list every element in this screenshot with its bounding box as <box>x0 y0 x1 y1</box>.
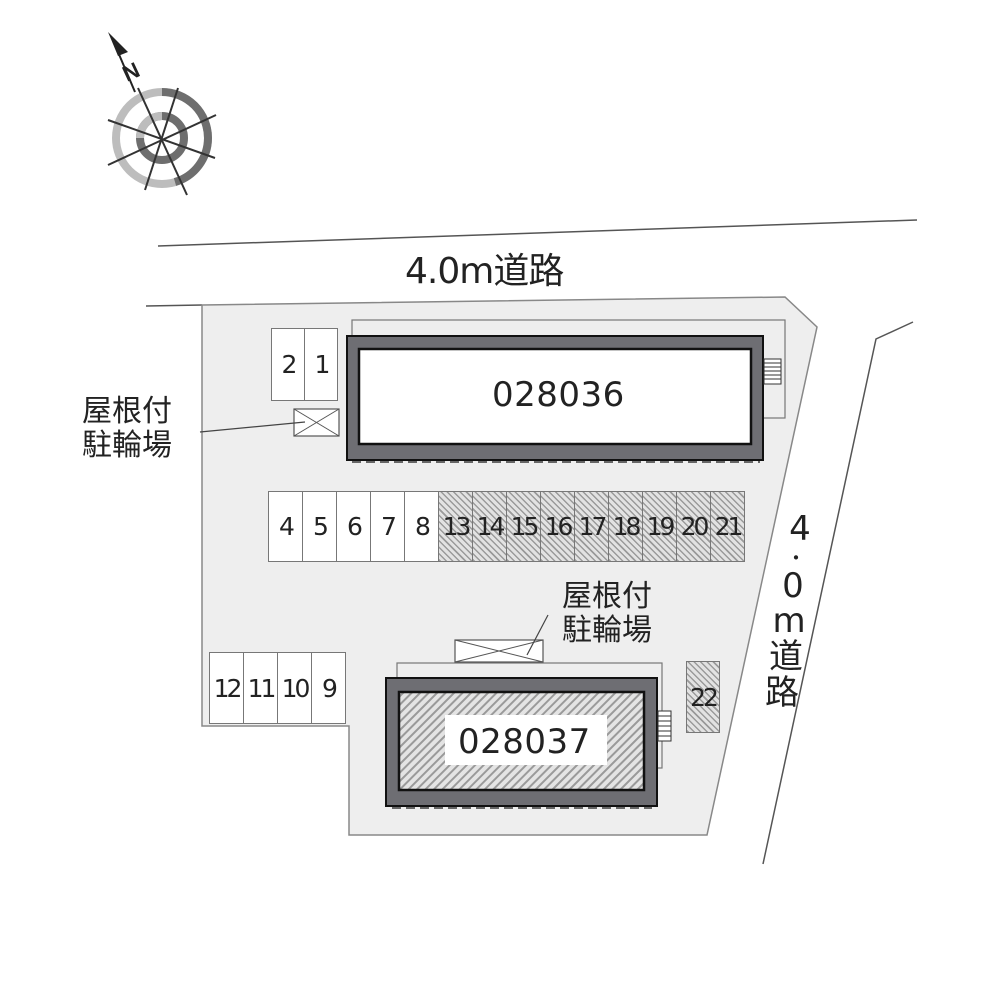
parking-slot-2[interactable]: 2 <box>271 328 305 401</box>
building-label-028037: 028037 <box>458 722 591 762</box>
parking-slot-10[interactable]: 10 <box>277 652 312 724</box>
parking-slot-21[interactable]: 21 <box>710 491 745 562</box>
parking-slot-15[interactable]: 15 <box>506 491 541 562</box>
parking-slot-9[interactable]: 9 <box>311 652 346 724</box>
parking-slot-7[interactable]: 7 <box>370 491 405 562</box>
parking-slot-8[interactable]: 8 <box>404 491 439 562</box>
svg-text:N: N <box>119 57 144 86</box>
bicycle-parking-label-2: 屋根付 駐輪場 <box>562 579 652 648</box>
parking-slot-19[interactable]: 19 <box>642 491 677 562</box>
stairs-icon <box>657 710 672 742</box>
parking-slot-17[interactable]: 17 <box>574 491 609 562</box>
north-arrow-compass-icon: N <box>107 32 217 196</box>
parking-slot-22[interactable]: 22 <box>686 661 720 733</box>
bicycle-parking-2 <box>454 614 549 663</box>
bicycle-parking-label-1: 屋根付 駐輪場 <box>82 394 172 463</box>
building-028037 <box>385 662 672 809</box>
stairs-icon <box>763 358 782 385</box>
parking-slot-11[interactable]: 11 <box>243 652 278 724</box>
parking-slot-16[interactable]: 16 <box>540 491 575 562</box>
parking-slot-20[interactable]: 20 <box>676 491 711 562</box>
building-label-028036: 028036 <box>492 375 625 415</box>
road-top-label: 4.0m道路 <box>405 251 564 292</box>
parking-slot-18[interactable]: 18 <box>608 491 643 562</box>
road-top <box>145 219 918 307</box>
parking-slot-6[interactable]: 6 <box>336 491 371 562</box>
road-right <box>762 321 914 865</box>
bicycle-parking-1 <box>199 408 340 437</box>
parking-slot-5[interactable]: 5 <box>302 491 337 562</box>
parking-slot-1[interactable]: 1 <box>304 328 338 401</box>
parking-slot-14[interactable]: 14 <box>472 491 507 562</box>
parking-slot-12[interactable]: 12 <box>209 652 244 724</box>
road-right-label: 4 ・ 0 m 道 路 <box>765 509 811 713</box>
parking-slot-13[interactable]: 13 <box>438 491 473 562</box>
parking-slot-4[interactable]: 4 <box>268 491 303 562</box>
building-028036 <box>346 319 786 463</box>
